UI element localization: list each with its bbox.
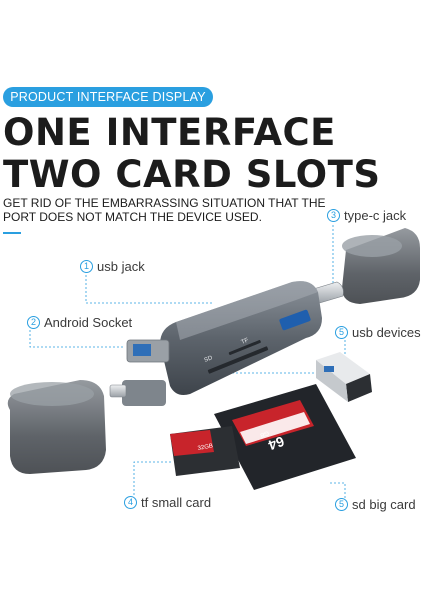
leader-usb-jack — [85, 275, 212, 304]
callout-label: usb devices — [352, 325, 421, 340]
callout-label: sd big card — [352, 497, 416, 512]
type-c-cap — [342, 228, 420, 304]
micro-sd-card: 32GB — [170, 426, 240, 476]
callout-sd-card: 5 sd big card — [335, 497, 416, 512]
accent-underline — [3, 232, 21, 234]
callout-number: 3 — [327, 209, 340, 222]
section-badge: PRODUCT INTERFACE DISPLAY — [3, 87, 213, 107]
subtitle: GET RID OF THE EMBARRASSING SITUATION TH… — [3, 196, 326, 224]
sd-card: 64 GB — [214, 384, 356, 490]
callout-number: 1 — [80, 260, 93, 273]
sd-capacity: 64 — [266, 433, 286, 453]
sd-unit: GB — [259, 429, 269, 438]
sd-mark: SD — [204, 355, 215, 364]
callout-usb-devices: 5 usb devices — [335, 325, 421, 340]
reader-body: SD TF — [160, 281, 322, 395]
leader-tf-card — [133, 461, 172, 495]
callout-type-c-jack: 3 type-c jack — [327, 208, 406, 223]
leader-type-c — [312, 225, 334, 293]
callout-label: type-c jack — [344, 208, 407, 223]
callout-tf-card: 4 tf small card — [124, 495, 211, 510]
android-plug — [109, 339, 170, 406]
usb-device — [316, 352, 372, 402]
callout-label: usb jack — [97, 259, 145, 274]
leader-sd-card — [330, 482, 346, 498]
callout-number: 4 — [124, 496, 137, 509]
callout-label: Android Socket — [44, 315, 133, 330]
headline-line-2: TWO CARD SLOTS — [3, 153, 381, 196]
callout-number: 2 — [27, 316, 40, 329]
callout-label: tf small card — [141, 495, 212, 510]
headline-line-1: ONE INTERFACE — [3, 111, 336, 154]
callout-number: 5 — [335, 498, 348, 511]
callout-usb-jack: 1 usb jack — [80, 259, 145, 274]
callout-android-socket: 2 Android Socket — [27, 315, 132, 330]
tf-mark: TF — [241, 337, 250, 345]
leader-android-socket — [29, 330, 125, 348]
callout-number: 5 — [335, 326, 348, 339]
micro-sd-capacity: 32GB — [197, 443, 213, 452]
android-cap — [7, 380, 106, 474]
